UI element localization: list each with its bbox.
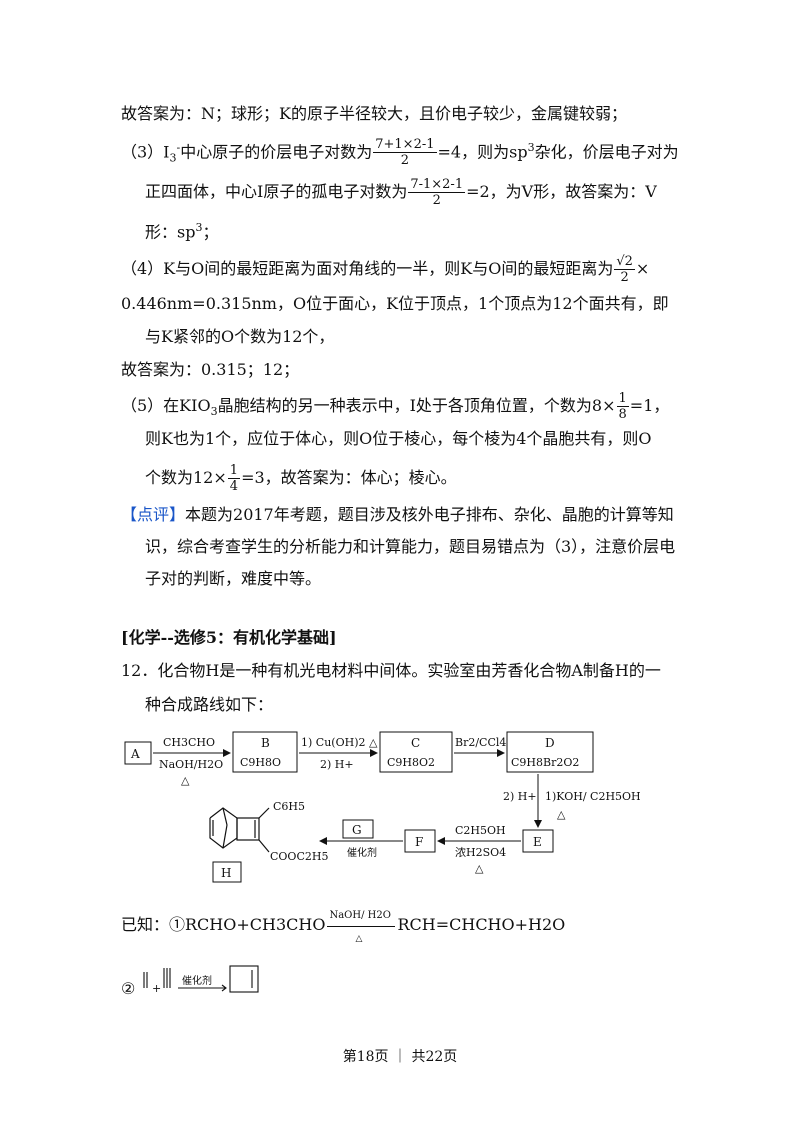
question-line-1: 12．化合物H是一种有机光电材料中间体。实验室由芳香化合物A制备H的一 — [121, 661, 661, 680]
reagent-1-top: CH3CHO — [163, 736, 215, 749]
formula-d: C9H8Br2O2 — [511, 756, 579, 769]
plus-sign: + — [152, 982, 161, 995]
label-d: D — [545, 736, 555, 750]
answer-line-10: 则K也为1个，应位于体心，则O位于棱心，每个棱为4个晶胞共有，则O — [145, 429, 652, 448]
box-b — [232, 731, 298, 773]
reagent-4-heat: △ — [557, 808, 566, 821]
box-f — [404, 829, 436, 853]
label-g: G — [352, 823, 362, 837]
reagent-6-bottom: 催化剂 — [347, 846, 377, 859]
box-d — [506, 731, 594, 773]
page-footer: 第18页 ｜ 共22页 — [342, 1049, 458, 1065]
answer-line-1: 故答案为：N；球形；K的原子半径较大，且价电子较少，金属键较弱； — [121, 104, 627, 123]
box-c — [379, 731, 453, 773]
reagent-5-top: C2H5OH — [455, 824, 506, 837]
box-h — [212, 861, 242, 883]
label-f: F — [415, 835, 423, 849]
box-g — [342, 819, 374, 839]
label-c: C — [411, 736, 420, 750]
h-substituent-1: C6H5 — [273, 800, 305, 813]
reagent-1-bottom: NaOH/H2O — [159, 758, 223, 771]
box-e — [522, 829, 554, 853]
known-line-2: ② — [121, 979, 136, 998]
formula-b: C9H8O — [240, 756, 281, 769]
reagent-2-bottom: 2) H+ — [320, 758, 354, 771]
question-line-2: 种合成路线如下： — [145, 695, 274, 714]
reagent-5-heat: △ — [475, 862, 484, 875]
reagent-5-bottom: 浓H2SO4 — [455, 846, 506, 859]
reagent-2-top: 1) Cu(OH)2 △ — [301, 736, 378, 749]
section-heading: [化学--选修5：有机化学基础] — [121, 628, 337, 647]
answer-line-6: 0.446nm=0.315nm，O位于面心，K位于顶点，1个顶点为12个面共有，… — [121, 294, 669, 313]
compound-h-structure — [209, 807, 270, 853]
comment-line-3: 子对的判断，难度中等。 — [145, 569, 322, 588]
reagent-4-left: 2) H+ — [503, 790, 537, 803]
known-arrow: NaOH/ H2O△ — [325, 910, 397, 944]
comment-line-1: 【点评】本题为2017年考题，题目涉及核外电子排布、杂化、晶胞的计算等知 — [121, 505, 674, 524]
box-a — [124, 741, 152, 765]
comment-line-2: 识，综合考查学生的分析能力和计算能力，题目易错点为（3），注意价层电 — [145, 537, 676, 556]
label-e: E — [533, 835, 542, 849]
reagent-1-heat: △ — [181, 774, 190, 787]
h-substituent-2: COOC2H5 — [270, 850, 328, 863]
label-a: A — [130, 747, 140, 761]
answer-line-4: 形：sp3； — [145, 221, 219, 242]
known-reaction-2: + 催化剂 — [143, 965, 259, 995]
reagent-3-top: Br2/CCl4 — [455, 736, 506, 749]
reagent-4-right: 1)KOH/ C2H5OH — [545, 790, 641, 803]
synthesis-scheme: A B C9H8O C C9H8O2 D C9H8Br2O2 E F G H C… — [124, 731, 641, 883]
label-h: H — [221, 866, 231, 880]
label-b: B — [261, 736, 270, 750]
formula-c: C9H8O2 — [387, 756, 435, 769]
catalyst-label: 催化剂 — [182, 974, 212, 987]
answer-line-8: 故答案为：0.315；12； — [121, 360, 300, 379]
answer-line-7: 与K紧邻的O个数为12个， — [145, 327, 335, 346]
comment-tag: 【点评】 — [121, 505, 186, 524]
